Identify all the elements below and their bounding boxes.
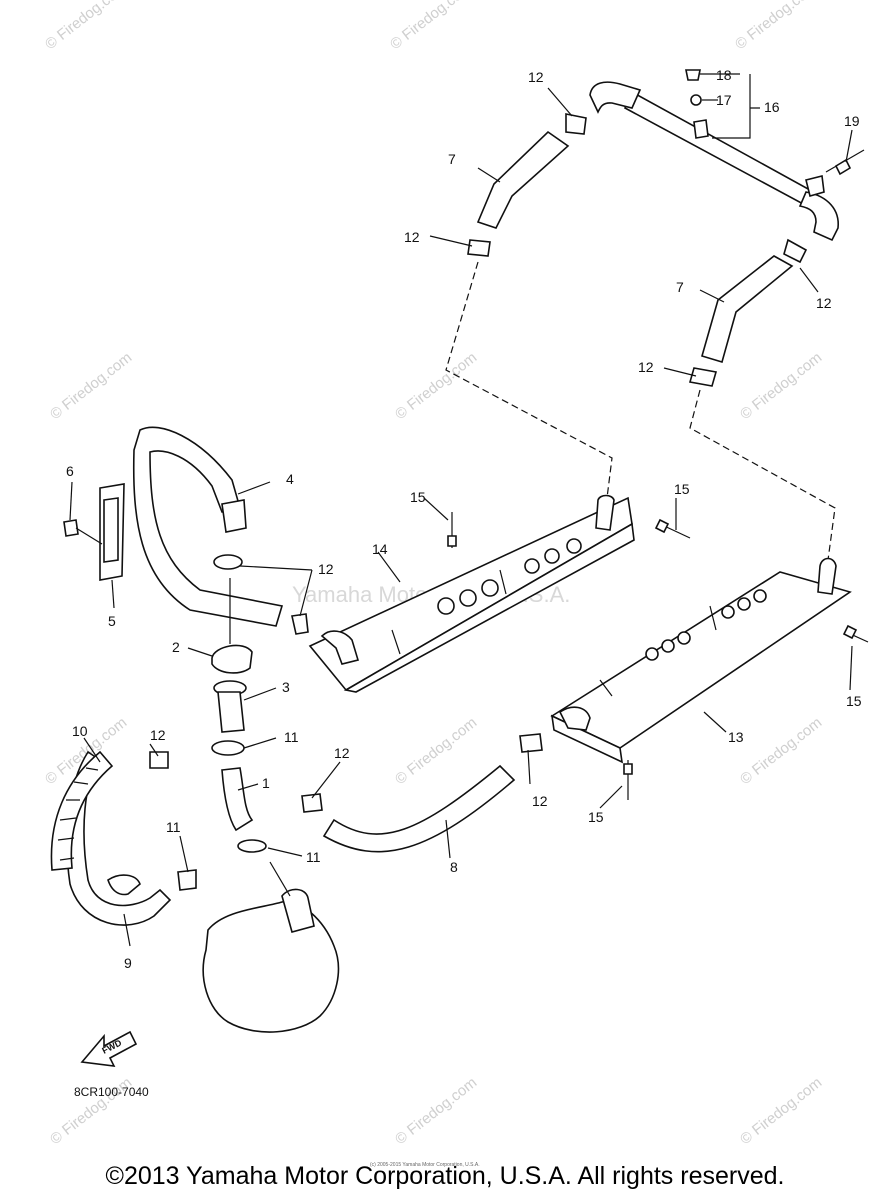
callout-8: 8: [450, 859, 458, 875]
callouts: 1 2 3 4 5 6 7 7 8 9 10 11 11 11 12 12 12…: [66, 67, 862, 971]
bracket-5: [63, 483, 125, 581]
cap-and-fitting: [211, 554, 309, 733]
upper-pipe-assembly: [589, 69, 839, 242]
callout-12: 12: [318, 561, 334, 577]
copyright-line: ©2013 Yamaha Motor Corporation, U.S.A. A…: [106, 1162, 785, 1190]
callout-5: 5: [108, 613, 116, 629]
callout-1: 1: [262, 775, 270, 791]
cooler-14: [308, 494, 635, 693]
watermark: © Firedog.com: [737, 349, 825, 423]
callout-15: 15: [846, 693, 862, 709]
hose-7-right: [688, 238, 808, 387]
diagram-code: 8CR100-7040: [74, 1085, 149, 1099]
callout-12: 12: [404, 229, 420, 245]
watermark: © Firedog.com: [387, 0, 475, 53]
callout-4: 4: [286, 471, 294, 487]
callout-12: 12: [150, 727, 166, 743]
watermark: © Firedog.com: [47, 349, 135, 423]
callout-11: 11: [284, 729, 299, 745]
engine-housing: [202, 861, 340, 1033]
callout-6: 6: [66, 463, 74, 479]
callout-18: 18: [716, 67, 732, 83]
callout-15: 15: [588, 809, 604, 825]
hose-7-upper: [467, 113, 587, 257]
callout-2: 2: [172, 639, 180, 655]
watermark: © Firedog.com: [737, 1074, 825, 1148]
hose-9-and-10: [50, 750, 172, 926]
callout-19: 19: [844, 113, 860, 129]
hose-4: [132, 426, 284, 627]
callout-10: 10: [72, 723, 88, 739]
callout-17: 17: [716, 92, 732, 108]
leader-lines: [69, 73, 853, 947]
callout-12: 12: [528, 69, 544, 85]
callout-9: 9: [124, 955, 132, 971]
watermark: © Firedog.com: [392, 1074, 480, 1148]
callout-12: 12: [532, 793, 548, 809]
assembly-lines: [445, 261, 836, 561]
callout-7: 7: [676, 279, 684, 295]
cooler-13: [550, 557, 852, 764]
callout-16: 16: [764, 99, 780, 115]
callout-7: 7: [448, 151, 456, 167]
fwd-arrow: FWD: [80, 1030, 138, 1067]
callout-15: 15: [674, 481, 690, 497]
bolt-19: [825, 149, 865, 176]
callout-12: 12: [816, 295, 832, 311]
callout-11: 11: [166, 819, 181, 835]
callout-12: 12: [334, 745, 350, 761]
hose-8: [301, 733, 543, 853]
callout-3: 3: [282, 679, 290, 695]
callout-12: 12: [638, 359, 654, 375]
watermark: © Firedog.com: [737, 714, 825, 788]
tiny-credit: (c) 2005-2015 Yamaha Motor Corporation, …: [370, 1162, 480, 1168]
hose-1: [177, 740, 267, 891]
watermark: © Firedog.com: [42, 0, 130, 53]
watermark: © Firedog.com: [392, 714, 480, 788]
callout-15: 15: [410, 489, 426, 505]
callout-13: 13: [728, 729, 744, 745]
callout-11: 11: [306, 849, 321, 865]
callout-14: 14: [372, 541, 388, 557]
watermark: © Firedog.com: [732, 0, 820, 53]
watermark: © Firedog.com: [392, 349, 480, 423]
bolt-15-set: [447, 512, 869, 800]
